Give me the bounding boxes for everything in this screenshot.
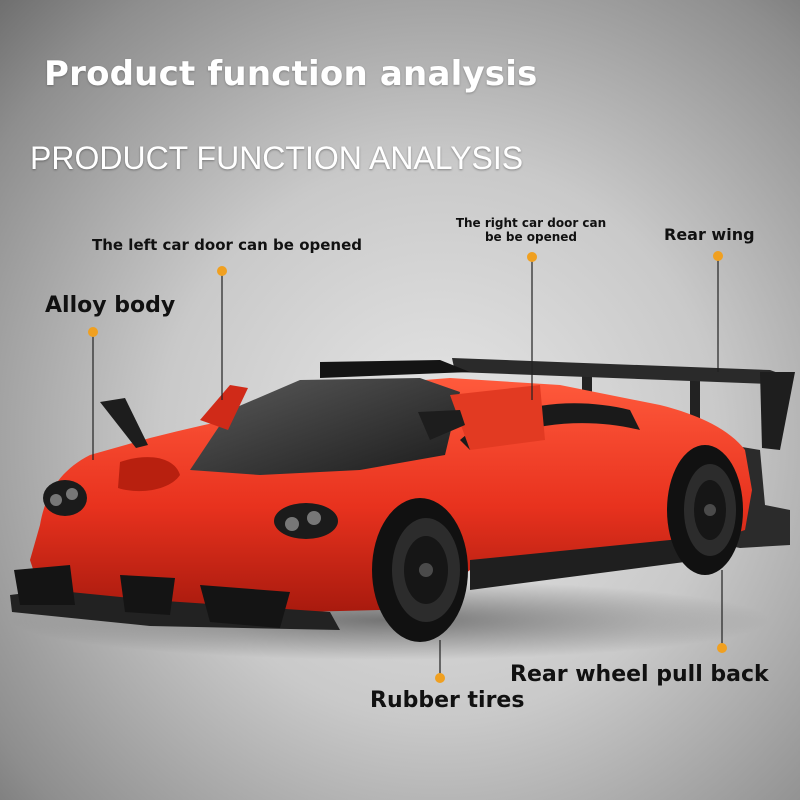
label-right-door: The right car door can be be opened [455, 216, 607, 244]
front-intake-left [14, 565, 75, 605]
dot-left-door [217, 266, 227, 276]
dot-right-door [527, 252, 537, 262]
dot-alloy-body [88, 327, 98, 337]
front-intake-right [200, 585, 290, 628]
label-alloy-body: Alloy body [45, 293, 176, 318]
callout-lines [92, 256, 723, 678]
dot-rear-wheel [717, 643, 727, 653]
callout-dots [88, 251, 727, 683]
roof-scoop [320, 360, 470, 378]
mirror-left [100, 398, 148, 448]
mirror-right [418, 410, 465, 440]
label-rubber-tires: Rubber tires [370, 688, 525, 713]
headlight-right [274, 503, 338, 539]
front-wheel [372, 498, 468, 642]
page-subtitle: PRODUCT FUNCTION ANALYSIS [30, 140, 524, 176]
headlight-left [43, 480, 87, 516]
right-door-panel [450, 385, 545, 450]
label-rear-wing: Rear wing [664, 225, 755, 244]
label-left-door: The left car door can be opened [92, 236, 362, 254]
windshield [190, 378, 460, 475]
label-rear-wheel-pull-back: Rear wheel pull back [510, 662, 769, 687]
left-door-open [200, 385, 248, 430]
side-skirt [470, 538, 700, 590]
dot-rear-wing [713, 251, 723, 261]
front-intake-center [120, 575, 175, 615]
page-title: Product function analysis [44, 54, 538, 94]
hood-vent [118, 457, 180, 492]
dot-rubber-tires [435, 673, 445, 683]
rear-wheel [667, 445, 743, 575]
